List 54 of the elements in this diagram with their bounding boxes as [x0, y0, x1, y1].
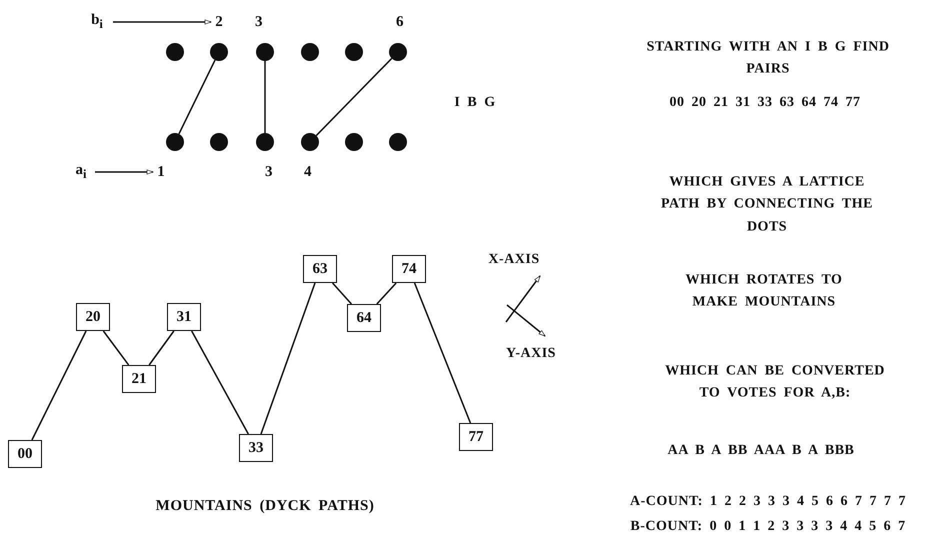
vote-sequence: AA B A BB AAA B A BBB — [668, 442, 854, 460]
pair-box: 63 — [303, 255, 337, 283]
sequence-label: a$_{i}$ — [76, 163, 86, 181]
dot — [301, 133, 319, 151]
pair-box: 21 — [122, 365, 156, 393]
pair-box: 64 — [347, 304, 381, 332]
connecting-line — [260, 282, 316, 434]
connecting-line — [332, 282, 352, 304]
index-number: 3 — [265, 163, 273, 182]
instruction-text: WHICH GIVES A LATTICE PATH BY CONNECTING THE DOTS — [660, 173, 874, 236]
connecting-line — [31, 330, 87, 440]
connecting-line — [191, 330, 249, 434]
dot — [256, 43, 274, 61]
connecting-line — [376, 282, 397, 304]
instruction-text: WHICH CAN BE CONVERTED TO VOTES FOR A,B: — [664, 362, 886, 403]
pair-box: 20 — [76, 303, 110, 331]
pair-box: 74 — [392, 255, 426, 283]
connecting-line — [148, 330, 174, 366]
index-number: 2 — [215, 14, 223, 30]
arrow — [95, 170, 154, 174]
pair-box: 00 — [8, 440, 42, 468]
instruction-text: WHICH ROTATES TO MAKE MOUNTAINS — [684, 272, 844, 312]
dot — [256, 133, 274, 151]
connecting-line — [414, 282, 472, 424]
index-number: 3 — [255, 13, 263, 32]
dot — [345, 133, 363, 151]
dot — [166, 133, 184, 151]
pair-list: 00 20 21 31 33 63 64 74 77 — [670, 92, 860, 114]
axis-label: X-AXIS — [488, 250, 540, 269]
sequence-label: b$_{i}$ — [91, 13, 103, 31]
index-number: 1 — [157, 164, 165, 180]
connecting-line — [102, 330, 130, 366]
dot — [389, 133, 407, 151]
dot — [389, 43, 407, 61]
dot — [210, 43, 228, 61]
axis-label: Y-AXIS — [506, 344, 556, 363]
index-number: 4 — [304, 163, 312, 182]
index-number: 6 — [396, 13, 404, 32]
instruction-text: STARTING WITH AN I B G FIND PAIRS — [646, 38, 890, 79]
pair-box: 31 — [167, 303, 201, 331]
dot — [210, 133, 228, 151]
count-row-text: A-COUNT: 1 2 2 3 3 3 4 5 6 6 7 7 7 7 — [630, 492, 906, 511]
dot — [166, 43, 184, 61]
dot — [301, 43, 319, 61]
figure-caption: MOUNTAINS (DYCK PATHS) — [156, 497, 374, 516]
count-row-text: B-COUNT: 0 0 1 1 2 3 3 3 3 4 4 5 6 7 — [630, 518, 906, 536]
diagram-label: I B G — [454, 94, 496, 112]
connecting-line — [178, 60, 216, 134]
dot — [345, 43, 363, 61]
pair-box: 77 — [459, 423, 493, 451]
pair-box: 33 — [239, 434, 273, 462]
connecting-line — [316, 58, 392, 136]
arrow — [113, 20, 212, 24]
connecting-line — [264, 61, 266, 133]
